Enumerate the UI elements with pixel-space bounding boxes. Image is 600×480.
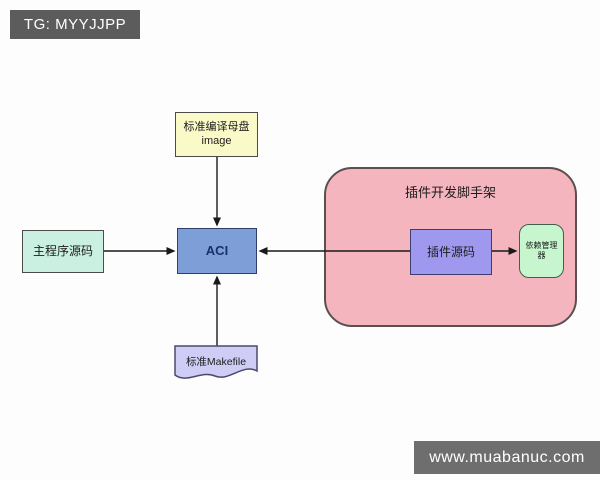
node-main-source: 主程序源码 xyxy=(22,230,104,273)
node-plugin-source-label: 插件源码 xyxy=(426,244,475,259)
node-dependency-manager: 依赖管理器 xyxy=(519,224,564,278)
node-plugin-source: 插件源码 xyxy=(410,229,492,275)
node-aci: ACI xyxy=(177,228,257,274)
watermark-top-left: TG: MYYJJPP xyxy=(10,10,140,39)
node-dependency-manager-label: 依赖管理器 xyxy=(525,241,558,260)
node-aci-label: ACI xyxy=(205,242,229,258)
plugin-scaffold-title: 插件开发脚手架 xyxy=(404,185,496,200)
node-makefile-label: 标准Makefile xyxy=(185,355,247,368)
node-standard-image: 标准编译母盘 image xyxy=(175,112,258,157)
node-standard-image-label-line2: image xyxy=(201,134,232,147)
node-main-source-label: 主程序源码 xyxy=(32,244,93,258)
node-standard-image-label-line1: 标准编译母盘 xyxy=(183,120,250,133)
watermark-bottom-right: www.muabanuc.com xyxy=(414,441,600,474)
